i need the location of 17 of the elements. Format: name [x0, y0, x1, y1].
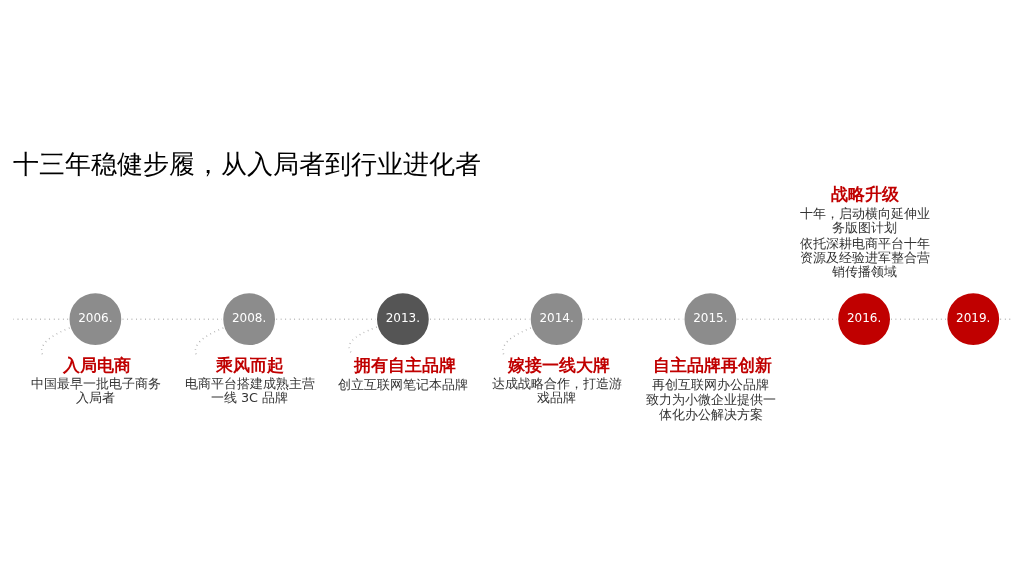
node-circle: 2014.	[528, 291, 585, 348]
diagram-title: 十三年稳健步履，从入局者到行业进化者	[12, 149, 481, 180]
node-text: 自主品牌再创新 再创互联网办公品牌 致力为小微企业提供一体化办公解决方案	[645, 356, 776, 422]
node-circle: 2008.	[221, 291, 278, 348]
node-text: 战略升级 十年，启动横向延伸业务版图计划 依托深耕电商平台十年资源及经验进军整合营销传播领域	[799, 185, 930, 280]
node-circle: 2015.	[682, 291, 739, 348]
connector	[194, 327, 225, 356]
connector	[502, 327, 532, 356]
node-circle: 2019.	[945, 291, 1002, 348]
node-text: 嫁接一线大牌 达成战略合作，打造游戏品牌	[492, 355, 623, 406]
connector	[40, 327, 71, 356]
node-circle: 2006.	[67, 291, 124, 348]
node-circle: 2016.	[836, 291, 893, 348]
node-text: 拥有自主品牌 创立互联网笔记本品牌	[338, 356, 469, 392]
node-circle: 2013.	[374, 291, 431, 348]
node-text: 乘风而起 电商平台搭建成熟主营一线 3C 品牌	[184, 355, 315, 406]
node-text: 入局电商 中国最早一批电子商务入局者	[30, 355, 161, 406]
